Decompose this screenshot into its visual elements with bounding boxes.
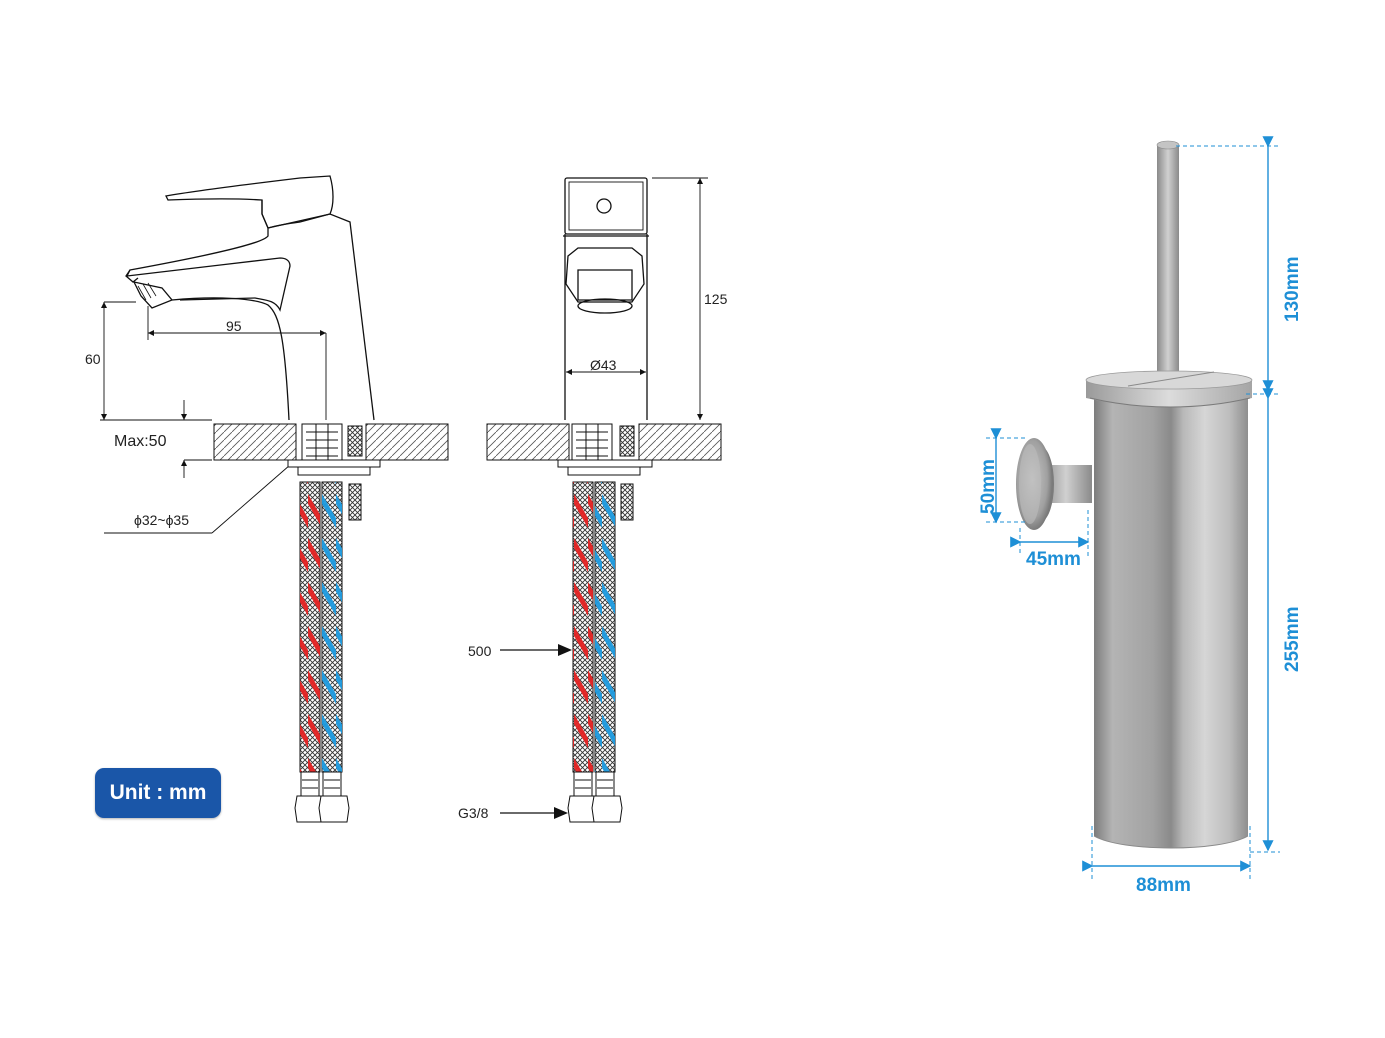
faucet-side-view	[100, 175, 375, 534]
countertop-front	[486, 423, 722, 521]
brush-holder-photo	[1016, 140, 1253, 849]
countertop-side	[213, 423, 449, 521]
dim-mount-height-label: 50mm	[978, 459, 999, 514]
faucet-side-labels: 60 95 Max:50 ϕ32~ϕ35	[85, 318, 242, 528]
dim-mount-depth-label: 45mm	[1026, 549, 1081, 570]
dim-max-label: Max:50	[114, 433, 167, 450]
dim-reach-label: 95	[226, 318, 242, 334]
dim-hole-label: ϕ32~ϕ35	[134, 512, 189, 528]
dim-hose-length-label: 500	[468, 643, 492, 659]
dim-width-label: 88mm	[1136, 875, 1191, 896]
unit-badge: Unit : mm	[95, 768, 221, 818]
dim-diameter-label: Ø43	[590, 357, 617, 373]
brush-holder-dimensions	[986, 136, 1280, 880]
faucet-front-labels: Ø43 125 500 G3/8	[458, 291, 728, 821]
dim-thread-label: G3/8	[458, 805, 489, 821]
dim-total-height-label: 125	[704, 291, 728, 307]
brush-holder-labels: 130mm 255mm 88mm 50mm 45mm	[978, 257, 1303, 897]
dim-body-label: 255mm	[1282, 607, 1303, 673]
hoses-side	[294, 481, 350, 823]
faucet-front-view	[563, 177, 708, 420]
dim-height-label: 60	[85, 351, 101, 367]
hoses-front	[500, 481, 623, 823]
dim-handle-label: 130mm	[1282, 257, 1303, 323]
